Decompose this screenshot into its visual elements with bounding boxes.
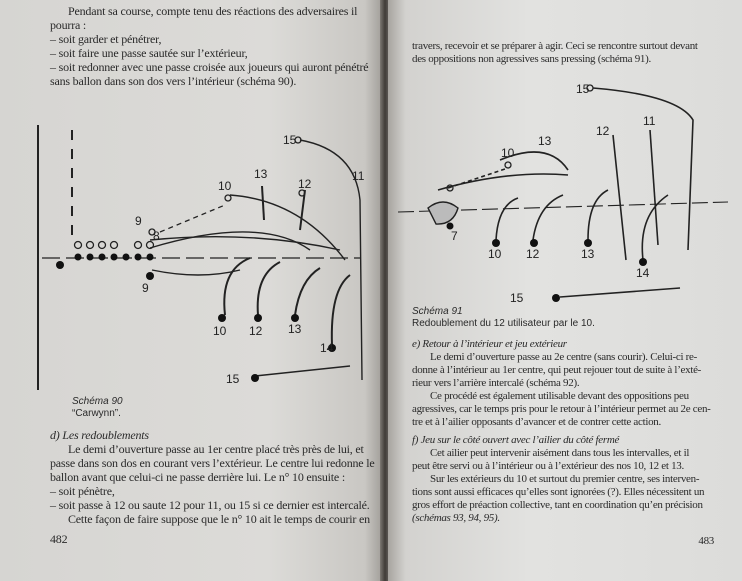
body-line: passe dans son dos en courant vers l’ext…	[50, 456, 375, 470]
intro-block: Pendant sa course, compte tenu des réact…	[50, 4, 380, 88]
player-label: 7	[451, 229, 458, 243]
caption-title: Schéma 90	[72, 396, 123, 407]
intro-block: travers, recevoir et se préparer à agir.…	[412, 40, 732, 66]
body-line: tions sont aussi efficaces qu’elles sont…	[412, 486, 705, 498]
section-block: d) Les redoublements Le demi d’ouverture…	[50, 428, 380, 546]
caption-block: Schéma 90 “Carwynn”.	[72, 396, 372, 420]
schema-90-diagram: 15 13 10 12 9 8 11 9 10 12 13 14 15	[37, 125, 365, 390]
intro-line: pourra :	[50, 18, 87, 32]
body-line: – soit pénètre,	[50, 484, 115, 498]
body-line: donne à l’intérieur au 1er centre, qui p…	[412, 364, 702, 376]
intro-line: sans ballon dans son dos vers l’intérieu…	[50, 74, 297, 88]
caption-block: Schéma 91 Redoublement du 12 utilisateur…	[412, 306, 732, 330]
body-line: Ce procédé est également utilisable deva…	[430, 390, 689, 402]
player-label: 15	[283, 133, 297, 147]
player-label: 13	[254, 167, 268, 181]
body-line: Le demi d’ouverture passe au 2e centre (…	[430, 351, 697, 363]
caption-text: “Carwynn”.	[72, 408, 121, 419]
player-label: 10	[488, 247, 502, 261]
schema-91-diagram: 15 13 12 11 10 7 10 12 13 14 15	[397, 82, 729, 305]
body-line: rieur vers l’arrière intercalé (schéma 9…	[412, 377, 580, 389]
player-label: 14	[636, 266, 650, 280]
intro-line: – soit faire une passe sautée sur l’exté…	[50, 46, 248, 60]
page-number: 482	[50, 532, 68, 546]
player-label: 10	[501, 146, 515, 160]
section-e-title: e) Retour à l’intérieur et jeu extérieur	[412, 338, 567, 350]
player-label: 13	[538, 134, 552, 148]
section-title: d) Les redoublements	[50, 428, 149, 442]
right-page-483: travers, recevoir et se préparer à agir.…	[388, 0, 742, 581]
caption-title: Schéma 91	[412, 306, 463, 317]
player-label: 12	[249, 324, 263, 338]
body-line: – soit passe à 12 ou saute 12 pour 11, o…	[50, 498, 370, 512]
body-line: peut être servi ou à l’intérieur ou à l’…	[412, 460, 684, 472]
intro-line: – soit garder et pénétrer,	[50, 32, 162, 46]
player-label: 13	[581, 247, 595, 261]
body-line: Cet ailier peut intervenir aisément dans…	[430, 447, 690, 459]
player-label: 8	[153, 229, 160, 243]
player-label: 9	[135, 214, 142, 228]
book-spine	[380, 0, 390, 581]
player-label: 15	[226, 372, 240, 386]
intro-line: des oppositions non agressives sans pres…	[412, 53, 651, 65]
body-line: ballon avant que celui-ci ne passe derri…	[50, 470, 345, 484]
sections-block: e) Retour à l’intérieur et jeu extérieur…	[412, 338, 734, 548]
body-line: tre et à l’ailier opposants d’avancer et…	[412, 416, 661, 428]
player-label: 12	[596, 124, 610, 138]
player-label: 15	[510, 291, 524, 305]
intro-line: travers, recevoir et se préparer à agir.…	[412, 40, 698, 52]
ruck	[427, 201, 459, 225]
player-label: 12	[526, 247, 540, 261]
body-line: Sur les extérieurs du 10 et surtout du p…	[430, 473, 700, 485]
run-15	[299, 139, 363, 381]
player-label: 13	[288, 322, 302, 336]
player-label: 10	[218, 179, 232, 193]
body-line: gros effort de préaction collective, tan…	[412, 499, 703, 511]
body-line: Le demi d’ouverture passe au 1er centre …	[68, 442, 364, 456]
body-line: (schémas 93, 94, 95).	[412, 512, 500, 524]
caption-text: Redoublement du 12 utilisateur par le 10…	[412, 318, 595, 329]
intro-line: Pendant sa course, compte tenu des réact…	[68, 4, 358, 18]
intro-line: – soit redonner avec une passe croisée a…	[50, 60, 369, 74]
player-label: 11	[352, 169, 365, 183]
player-label: 12	[298, 177, 312, 191]
player-label: 10	[213, 324, 227, 338]
page-number: 483	[698, 535, 714, 547]
left-page-482: Pendant sa course, compte tenu des réact…	[0, 0, 384, 581]
player-label: 9	[142, 281, 149, 295]
player-label: 15	[576, 82, 590, 96]
section-f-title: f) Jeu sur le côté ouvert avec l’ailier …	[412, 434, 620, 446]
body-line: agressives, car le temps pris pour le re…	[412, 403, 711, 415]
body-line: Cette façon de faire suppose que le n° 1…	[68, 512, 370, 526]
player-label: 14	[320, 341, 334, 355]
player-label: 11	[643, 114, 656, 128]
